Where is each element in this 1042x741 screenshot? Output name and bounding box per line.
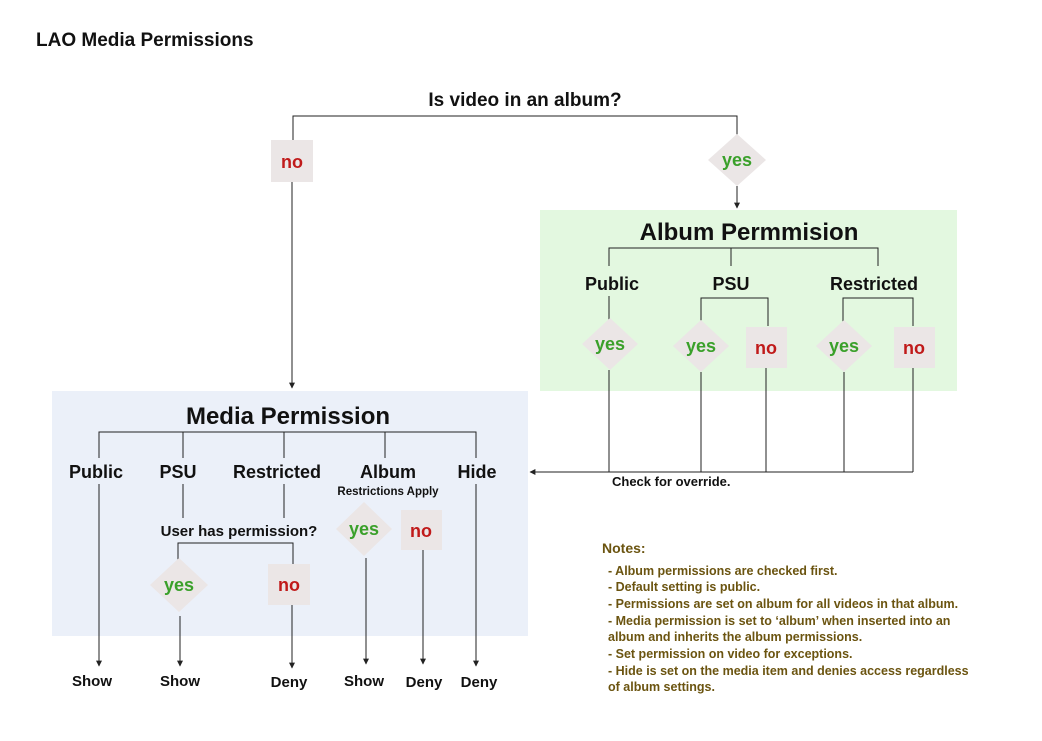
album-restricted-no-box xyxy=(894,327,935,368)
outcome-restricted-deny: Deny xyxy=(271,674,308,691)
media-album-yes-label: yes xyxy=(349,519,379,539)
note-line: - Album permissions are checked first. xyxy=(608,564,837,578)
media-album-no-label: no xyxy=(410,521,432,541)
outcome-public-show: Show xyxy=(72,673,112,690)
note-line: - Media permission is set to ‘album’ whe… xyxy=(608,614,950,628)
album-restricted-yes-label: yes xyxy=(829,336,859,356)
album-psu-no-label: no xyxy=(755,338,777,358)
media-permission-title: Media Permission xyxy=(186,403,390,430)
media-option-album: Album xyxy=(360,462,416,482)
decision-yes-diamond xyxy=(708,134,766,186)
media-user-yes-label: yes xyxy=(164,575,194,595)
album-restricted-no-label: no xyxy=(903,338,925,358)
album-option-psu: PSU xyxy=(712,274,749,294)
album-psu-yes-label: yes xyxy=(686,336,716,356)
album-public-yes-label: yes xyxy=(595,334,625,354)
note-line: of album settings. xyxy=(608,680,715,694)
user-permission-question: User has permission? xyxy=(161,523,318,540)
outcome-psu-show: Show xyxy=(160,673,200,690)
notes-heading: Notes: xyxy=(602,540,646,556)
media-option-public: Public xyxy=(69,462,123,482)
media-user-yes-diamond xyxy=(150,558,208,612)
media-user-no-box xyxy=(268,564,310,605)
media-album-no-box xyxy=(401,510,442,550)
media-option-hide: Hide xyxy=(457,462,496,482)
root-question: Is video in an album? xyxy=(428,90,621,111)
album-permission-title: Album Permmision xyxy=(640,219,859,246)
outcome-album-show: Show xyxy=(344,673,384,690)
note-line: album and inherits the album permissions… xyxy=(608,630,862,644)
media-user-no-label: no xyxy=(278,575,300,595)
outcome-hide-deny: Deny xyxy=(461,674,498,691)
album-psu-yes-diamond xyxy=(673,320,729,372)
connector-lines xyxy=(96,115,914,669)
album-option-public: Public xyxy=(585,274,639,294)
decision-no-box xyxy=(271,140,313,182)
album-psu-no-box xyxy=(746,327,787,368)
album-option-restricted: Restricted xyxy=(830,274,918,294)
note-line: - Set permission on video for exceptions… xyxy=(608,647,853,661)
check-override-label: Check for override. xyxy=(612,474,731,489)
answer-yes-label: yes xyxy=(722,150,752,170)
media-option-psu: PSU xyxy=(159,462,196,482)
album-public-yes-diamond xyxy=(582,318,638,370)
media-album-yes-diamond xyxy=(336,502,392,556)
album-restrictions-note: Restrictions Apply xyxy=(337,486,439,498)
page-title: LAO Media Permissions xyxy=(36,30,254,51)
album-restricted-yes-diamond xyxy=(816,320,872,372)
note-line: - Permissions are set on album for all v… xyxy=(608,597,958,611)
outcome-album-deny: Deny xyxy=(406,674,443,691)
note-line: - Hide is set on the media item and deni… xyxy=(608,664,969,678)
note-line: - Default setting is public. xyxy=(608,580,760,594)
answer-no-label: no xyxy=(281,152,303,172)
media-option-restricted: Restricted xyxy=(233,462,321,482)
